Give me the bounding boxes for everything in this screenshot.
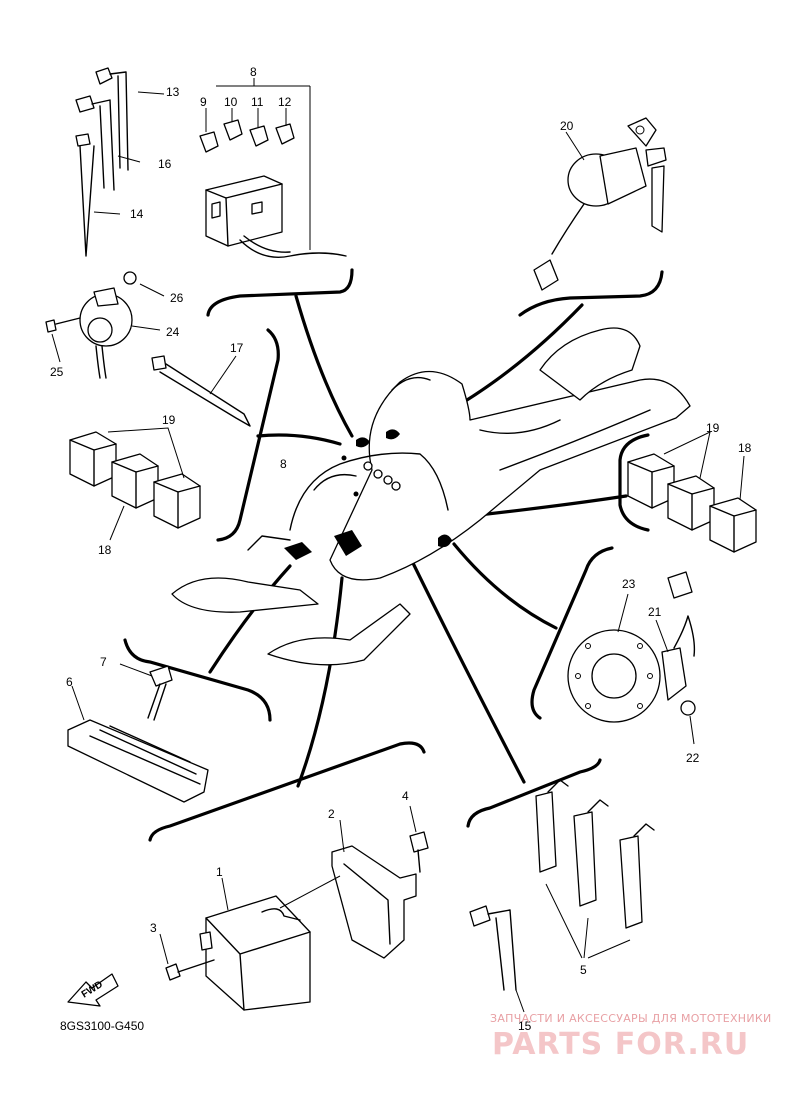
watermark: ЗАПЧАСТИ И АКСЕССУАРЫ ДЛЯ МОТОТЕХНИКИ PA… xyxy=(490,1012,772,1062)
part-label-9: 9 xyxy=(200,95,207,109)
trigger-coil-group xyxy=(567,571,696,745)
part-label-25: 25 xyxy=(50,365,64,379)
part-label-8-harness: 8 xyxy=(280,457,287,471)
part-label-10: 10 xyxy=(224,95,238,109)
part-label-20: 20 xyxy=(560,119,574,133)
part-label-23: 23 xyxy=(622,577,636,591)
part-label-2: 2 xyxy=(328,807,335,821)
watermark-tagline: ЗАПЧАСТИ И АКСЕССУАРЫ ДЛЯ МОТОТЕХНИКИ xyxy=(490,1012,772,1025)
part-label-8-fusebox: 8 xyxy=(250,65,257,79)
cdi-unit-group xyxy=(159,805,429,1011)
relays-left-group xyxy=(69,427,201,541)
coil-bracket-group xyxy=(67,663,209,803)
part-label-7: 7 xyxy=(100,655,107,669)
part-label-24: 24 xyxy=(166,325,180,339)
horn-group xyxy=(45,271,165,379)
part-labels: 1 2 3 4 5 6 7 8 8 9 10 11 12 13 14 15 16… xyxy=(50,65,752,1033)
band-group xyxy=(469,905,525,1013)
part-label-15: 15 xyxy=(518,1019,532,1033)
part-label-14: 14 xyxy=(130,207,144,221)
part-label-19-left: 19 xyxy=(162,413,176,427)
part-label-5: 5 xyxy=(580,963,587,977)
part-label-16: 16 xyxy=(158,157,172,171)
plug-caps-group xyxy=(535,779,655,959)
part-label-12: 12 xyxy=(278,95,292,109)
fuse-box-group xyxy=(199,78,347,258)
part-label-18-left: 18 xyxy=(98,543,112,557)
part-label-11: 11 xyxy=(251,95,264,109)
bands-clips-group xyxy=(75,67,165,257)
part-label-17: 17 xyxy=(230,341,244,355)
group-brackets xyxy=(123,268,664,842)
watermark-logo: PARTS FOR.RU xyxy=(492,1027,749,1062)
part-label-19-right: 19 xyxy=(706,421,720,435)
part-label-13: 13 xyxy=(166,85,180,99)
snowmobile-body xyxy=(171,327,691,666)
diagram-code: 8GS3100-G450 xyxy=(60,1019,144,1033)
part-label-4: 4 xyxy=(402,789,409,803)
part-label-22: 22 xyxy=(686,751,700,765)
part-label-18-right: 18 xyxy=(738,441,752,455)
part-label-1: 1 xyxy=(216,865,223,879)
part-label-26: 26 xyxy=(170,291,184,305)
cable-tie-group xyxy=(151,355,251,427)
fwd-arrow: FWD xyxy=(67,973,119,1007)
ignition-switch-group xyxy=(533,117,667,291)
part-label-6: 6 xyxy=(66,675,73,689)
part-label-3: 3 xyxy=(150,921,157,935)
part-label-21: 21 xyxy=(648,605,662,619)
relays-right-group xyxy=(627,431,757,553)
